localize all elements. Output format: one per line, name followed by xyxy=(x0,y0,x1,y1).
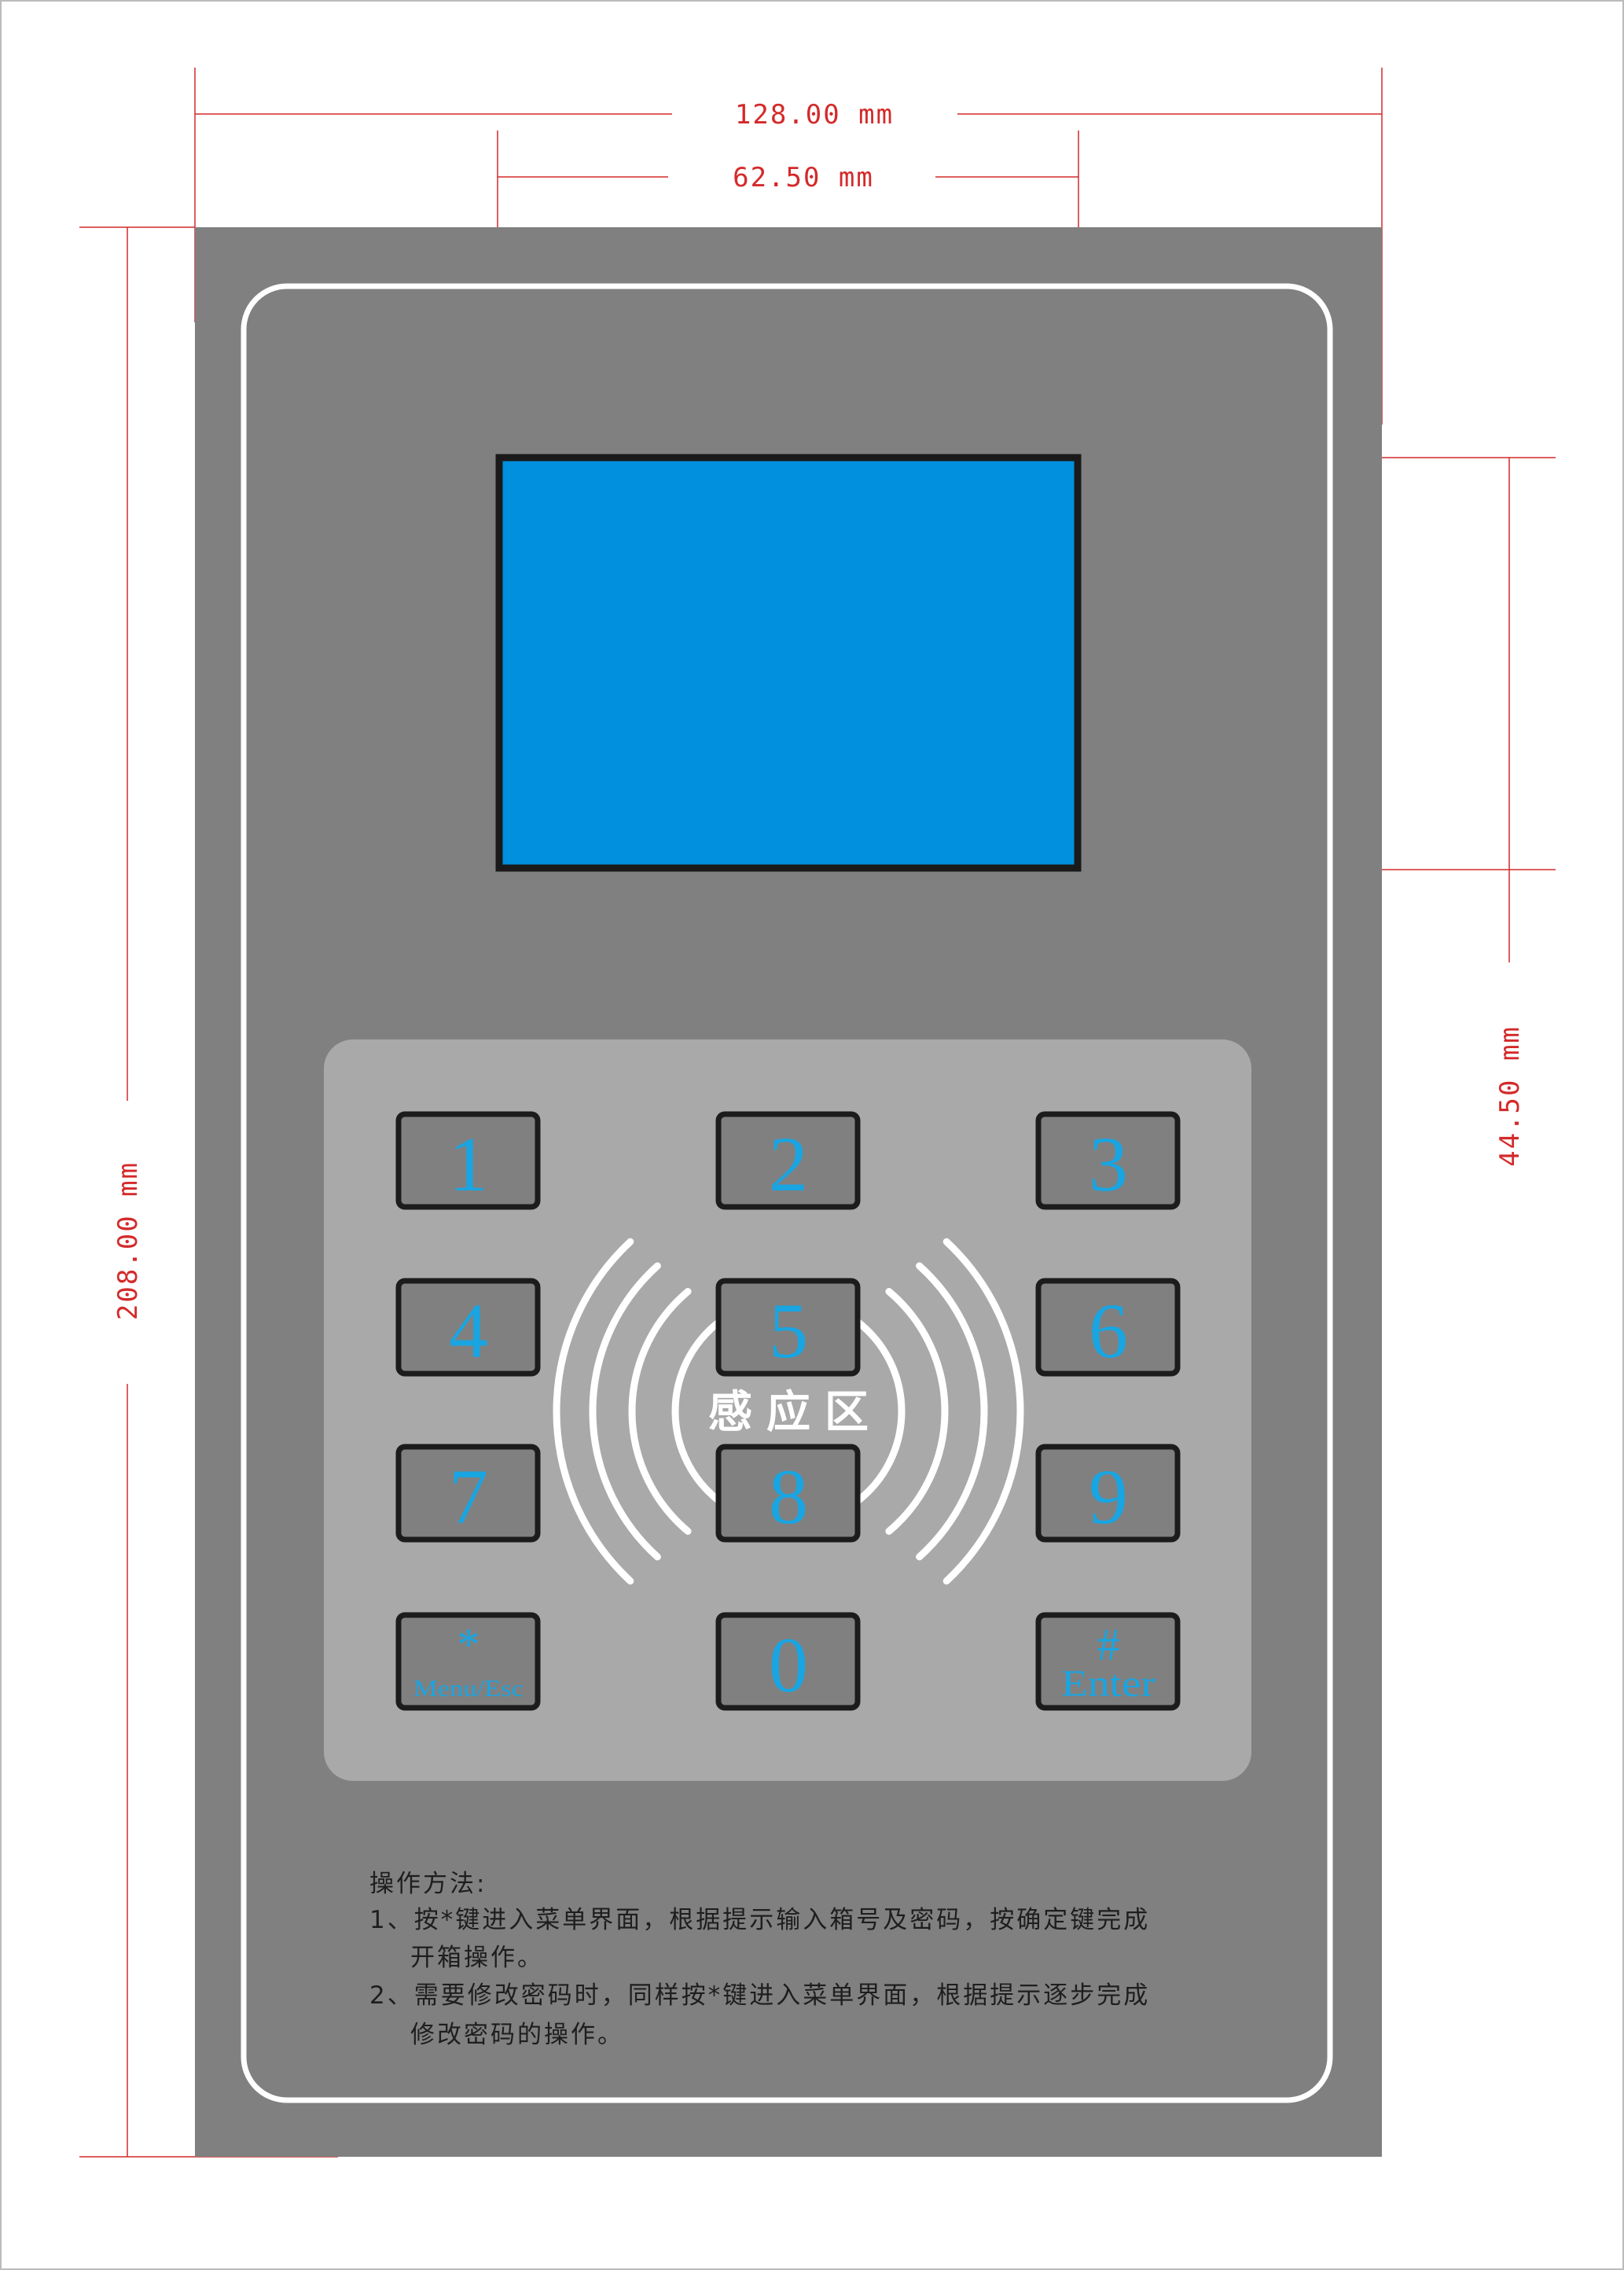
key-8[interactable]: 8 xyxy=(715,1444,861,1543)
keypad-area xyxy=(324,1039,1251,1781)
key-cap[interactable] xyxy=(1035,1612,1181,1711)
key-0[interactable]: 0 xyxy=(715,1612,861,1711)
instruction-line: 1、按*键进入菜单界面，根据提示输入箱号及密码，按确定键完成 xyxy=(369,1906,1150,1934)
key-cap[interactable] xyxy=(715,1612,861,1711)
key-cap[interactable] xyxy=(395,1444,541,1543)
lcd-screen xyxy=(495,454,1082,872)
key-5[interactable]: 5 xyxy=(715,1278,861,1377)
key-cap[interactable] xyxy=(1035,1111,1181,1210)
wave-arc xyxy=(885,1288,949,1535)
dimension-overall-width: 128.00 mm xyxy=(735,99,894,131)
key-label: 6 xyxy=(1089,1287,1128,1374)
key-menu-esc[interactable]: Menu/Esc * xyxy=(395,1612,541,1711)
key-enter[interactable]: Enter# xyxy=(1035,1612,1181,1711)
key-3[interactable]: 3 xyxy=(1035,1111,1181,1210)
key-cap[interactable] xyxy=(1035,1278,1181,1377)
key-label: 2 xyxy=(769,1120,808,1208)
key-cap[interactable] xyxy=(1035,1444,1181,1543)
instructions-title: 操作方法: xyxy=(369,1870,487,1898)
key-cap[interactable] xyxy=(715,1444,861,1543)
wave-arc xyxy=(942,1238,1024,1585)
key-sublabel: Menu/Esc xyxy=(413,1676,524,1702)
key-1[interactable]: 1 xyxy=(395,1111,541,1210)
wave-arc xyxy=(628,1288,692,1535)
wave-arc xyxy=(589,1262,661,1561)
key-cap[interactable] xyxy=(395,1278,541,1377)
wave-arc xyxy=(916,1262,988,1561)
key-7[interactable]: 7 xyxy=(395,1444,541,1543)
dimension-overall-height: 208.00 mm xyxy=(112,1161,144,1320)
wave-arc xyxy=(854,1319,906,1504)
key-label: 8 xyxy=(769,1453,808,1540)
key-cap[interactable] xyxy=(395,1612,541,1711)
key-label: # xyxy=(1097,1619,1120,1670)
sensor-zone-label: 感应区 xyxy=(708,1387,883,1438)
key-label: 1 xyxy=(449,1120,488,1208)
key-label: 4 xyxy=(449,1287,488,1374)
key-label: 0 xyxy=(769,1621,808,1709)
rfid-wave-icon xyxy=(553,1238,1024,1585)
key-6[interactable]: 6 xyxy=(1035,1278,1181,1377)
instruction-line: 开箱操作。 xyxy=(410,1944,544,1972)
panel-white-frame xyxy=(241,283,1333,2103)
key-label: 9 xyxy=(1089,1453,1128,1540)
key-label: 7 xyxy=(449,1453,488,1540)
key-9[interactable]: 9 xyxy=(1035,1444,1181,1543)
dimension-screen-height: 44.50 mm xyxy=(1494,1025,1526,1167)
key-cap[interactable] xyxy=(395,1111,541,1210)
key-cap[interactable] xyxy=(715,1278,861,1377)
wave-arc xyxy=(671,1319,722,1504)
dimension-screen-width: 62.50 mm xyxy=(733,162,874,193)
instruction-line: 修改密码的操作。 xyxy=(410,2021,624,2049)
key-4[interactable]: 4 xyxy=(395,1278,541,1377)
key-label: 5 xyxy=(769,1287,808,1374)
key-cap[interactable] xyxy=(715,1111,861,1210)
instructions: 操作方法: 1、按*键进入菜单界面，根据提示输入箱号及密码，按确定键完成 开箱操… xyxy=(369,1870,1150,2049)
key-2[interactable]: 2 xyxy=(715,1111,861,1210)
instruction-line: 2、需要修改密码时，同样按*键进入菜单界面，根据提示逐步完成 xyxy=(369,1981,1150,2010)
wave-arc xyxy=(553,1238,634,1585)
key-sublabel: Enter xyxy=(1061,1663,1156,1705)
key-label: * xyxy=(457,1619,480,1670)
key-label: 3 xyxy=(1089,1120,1128,1208)
